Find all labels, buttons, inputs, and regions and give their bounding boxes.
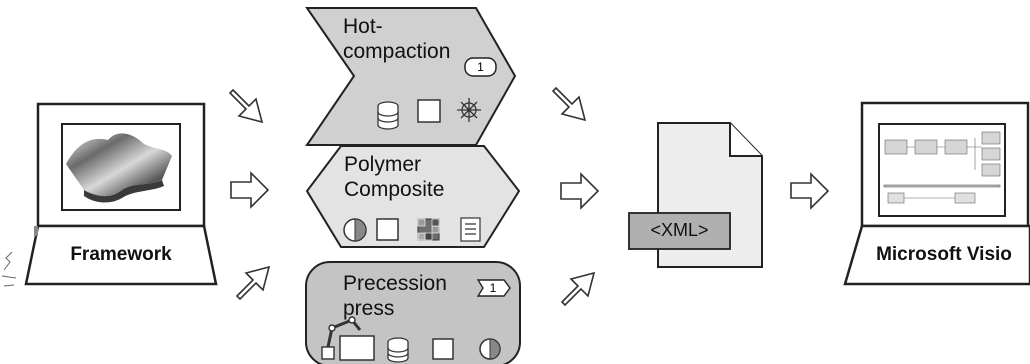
step-badge-number: 1 — [477, 60, 484, 74]
database-icon — [377, 101, 399, 130]
process-precession-press — [305, 261, 521, 364]
visio-computer — [843, 101, 1030, 286]
arrow-down-right — [235, 265, 271, 301]
database-icon — [387, 337, 409, 363]
terrain-surface-image — [66, 133, 172, 203]
square-icon — [376, 218, 399, 241]
xml-label: <XML> — [650, 220, 709, 240]
process-hot-compaction — [305, 7, 517, 146]
square-icon — [417, 99, 441, 123]
framework-computer — [24, 102, 218, 286]
process-polymer-composite — [305, 145, 521, 248]
step-badge-number: 1 — [489, 281, 497, 295]
process-title-line: Composite — [344, 178, 445, 201]
arrow-down-right — [551, 86, 587, 122]
square-icon — [432, 338, 454, 360]
arrow-right — [230, 171, 270, 209]
process-title-line: Hot- — [343, 15, 383, 38]
margin-scribble — [1, 251, 17, 287]
list-icon — [460, 217, 481, 242]
half-circle-icon — [479, 338, 501, 360]
xml-tag-box — [628, 212, 731, 250]
arrow-up-right — [228, 88, 264, 124]
arrow-up-right — [560, 271, 596, 307]
half-circle-icon — [343, 218, 367, 242]
framework-label: Framework — [70, 244, 172, 265]
visio-label: Microsoft Visio — [876, 244, 1012, 265]
process-title-line: press — [343, 297, 395, 320]
machine-icon — [339, 335, 375, 361]
wheel-icon — [457, 98, 481, 122]
xml-document — [628, 122, 763, 268]
step-badge — [476, 279, 511, 297]
arrow-right — [790, 172, 830, 210]
grid-icon — [417, 218, 440, 241]
process-title-line: Polymer — [344, 153, 422, 176]
step-badge — [464, 57, 497, 77]
process-title-line: compaction — [343, 40, 451, 63]
process-title-line: Precession — [343, 272, 447, 295]
robot-arm-icon — [321, 316, 362, 360]
visio-screen-thumbnail — [883, 131, 1001, 204]
arrow-right — [560, 172, 600, 210]
